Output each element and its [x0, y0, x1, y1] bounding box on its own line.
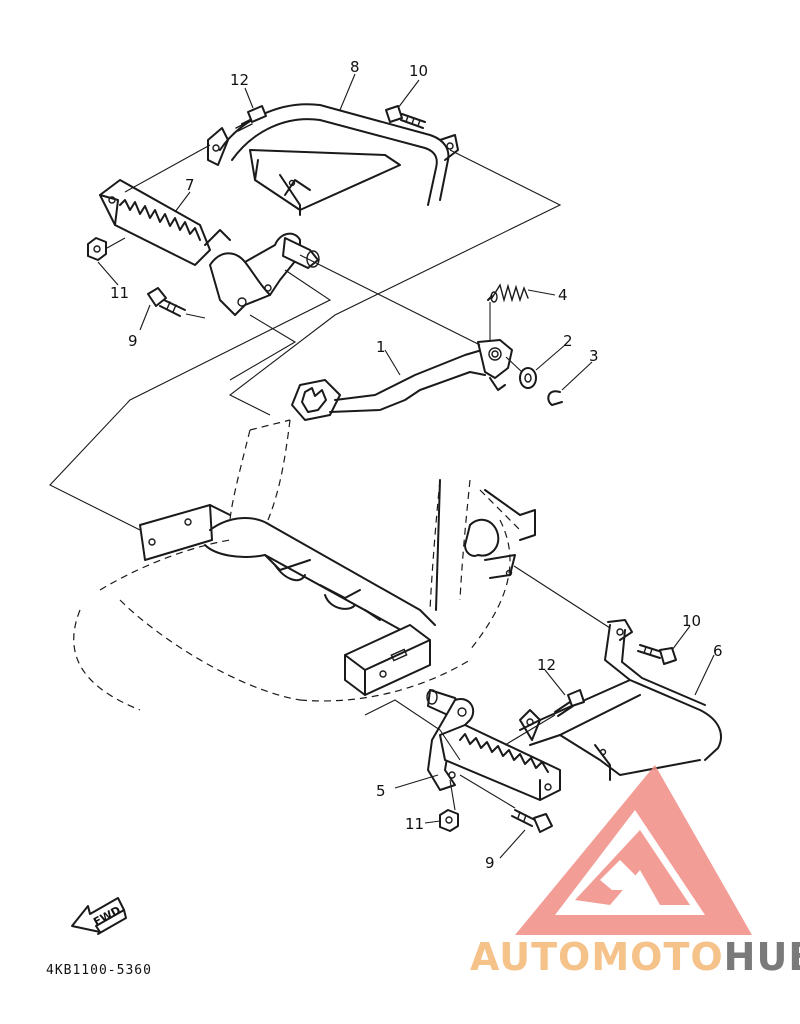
footpeg-left [99, 179, 231, 266]
return-spring [487, 283, 529, 303]
footrest-bracket-right [426, 689, 475, 791]
callout-7: 7 [185, 176, 195, 194]
callout-1: 1 [376, 338, 386, 356]
nut-11-upper [87, 237, 107, 261]
callout-10-upper: 10 [409, 62, 428, 80]
callout-5: 5 [376, 782, 386, 800]
bolt-12-upper [235, 105, 267, 132]
footrest-bracket-left [209, 232, 320, 316]
nut-11-lower [439, 809, 459, 832]
watermark-text: AUTOMOTOHUB [470, 935, 800, 979]
frame-outline [73, 419, 521, 711]
frame-right-section [435, 479, 536, 611]
callout-4: 4 [558, 286, 568, 304]
brake-pedal [291, 339, 513, 421]
lower-footrest-guard [519, 619, 722, 781]
bolt-12-lower [554, 689, 585, 717]
bolt-10-lower [637, 644, 677, 665]
watermark-text-hub: HUB [724, 935, 800, 979]
frame-mount-block [344, 624, 431, 696]
frame-crossmember [204, 517, 436, 651]
washer [519, 367, 537, 389]
cotter-clip [547, 390, 563, 406]
callout-6: 6 [713, 642, 723, 660]
frame-bracket-left [139, 504, 231, 561]
callout-3: 3 [589, 347, 599, 365]
bolt-10-upper [385, 105, 426, 129]
bolt-9-upper [147, 287, 186, 317]
callout-11-upper: 11 [110, 284, 129, 302]
part-code: 4KB1100-5360 [46, 963, 152, 978]
callout-12-lower: 12 [537, 656, 556, 674]
forward-arrow: FWD [71, 897, 127, 935]
watermark-text-automoto: AUTOMOTO [470, 935, 724, 979]
callout-8: 8 [350, 58, 360, 76]
callout-leaders [97, 73, 715, 859]
bolt-9-lower [511, 809, 553, 833]
callout-9-lower: 9 [485, 854, 495, 872]
assembly-lines [49, 144, 611, 811]
callout-10-lower: 10 [682, 612, 701, 630]
callout-9-upper: 9 [128, 332, 138, 350]
footpeg-right [439, 724, 561, 801]
watermark-logo [515, 765, 752, 935]
callout-2: 2 [563, 332, 573, 350]
callout-11-lower: 11 [405, 815, 424, 833]
callout-12-upper: 12 [230, 71, 249, 89]
upper-footrest-guard [207, 103, 459, 216]
callout-labels: 12 8 10 7 11 9 1 4 2 3 6 10 12 5 11 9 [110, 58, 723, 872]
